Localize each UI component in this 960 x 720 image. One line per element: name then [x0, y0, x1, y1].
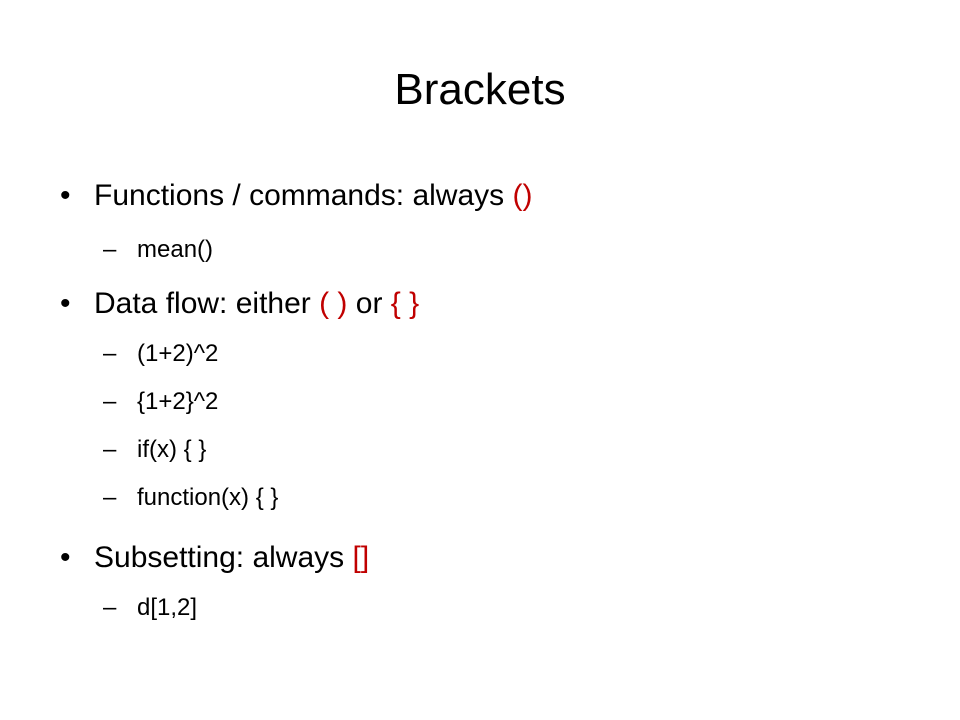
- sub-bullet-text: function(x) { }: [137, 484, 279, 511]
- sub-bullet-text: (1+2)^2: [137, 340, 219, 367]
- bullet-marker: •: [60, 287, 71, 320]
- bracket-highlight: ( ): [319, 287, 348, 320]
- sub-bullet-text: mean(): [137, 236, 214, 263]
- bracket-highlight: { }: [390, 287, 420, 320]
- sub-bullet-marker: –: [103, 436, 117, 463]
- sub-bullet-text: {1+2}^2: [137, 388, 219, 415]
- sub-bullet-marker: –: [103, 484, 117, 511]
- slide-title: Brackets: [394, 65, 566, 114]
- bullet-text: Data flow: either: [94, 287, 320, 320]
- sub-bullet-marker: –: [103, 388, 117, 415]
- sub-bullet-text: if(x) { }: [137, 436, 207, 463]
- bullet-text: Functions / commands: always: [94, 179, 513, 212]
- bullet-marker: •: [60, 179, 71, 212]
- sub-bullet-marker: –: [103, 236, 117, 263]
- sub-bullet-text: d[1,2]: [137, 594, 198, 621]
- bullet-text-mid: or: [347, 287, 391, 320]
- bracket-highlight: []: [352, 541, 370, 574]
- bracket-highlight: (): [512, 179, 533, 212]
- sub-bullet-marker: –: [103, 340, 117, 367]
- bullet-marker: •: [60, 541, 71, 574]
- sub-bullet-marker: –: [103, 594, 117, 621]
- bullet-text: Subsetting: always: [94, 541, 353, 574]
